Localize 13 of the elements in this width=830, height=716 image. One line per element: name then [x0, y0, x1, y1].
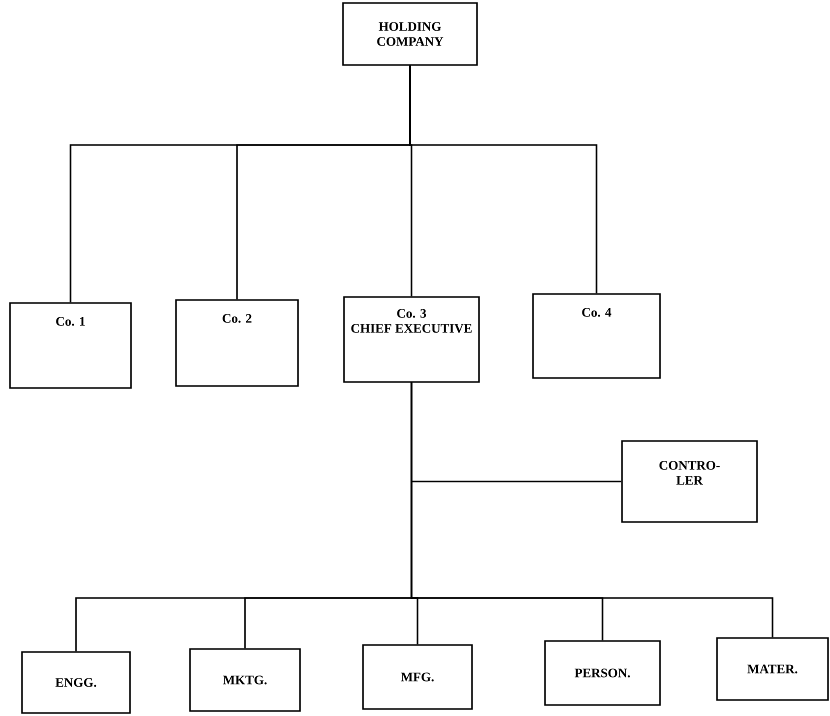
- org-box: Co. 4: [532, 293, 661, 379]
- org-box: MATER.: [716, 637, 829, 701]
- org-box: Co. 2: [175, 299, 299, 387]
- connector-line: [410, 382, 774, 638]
- org-box: MKTG.: [189, 648, 301, 712]
- connector-line: [409, 66, 598, 294]
- org-box: MFG.: [362, 644, 473, 710]
- org-box: PERSON.: [544, 640, 661, 706]
- org-box: ENGG.: [21, 651, 131, 714]
- org-box: Co. 3 CHIEF EXECUTIVE: [343, 296, 480, 383]
- org-box: Co. 1: [9, 302, 132, 389]
- org-box: HOLDING COMPANY: [342, 2, 478, 66]
- org-box: CONTRO- LER: [621, 440, 758, 523]
